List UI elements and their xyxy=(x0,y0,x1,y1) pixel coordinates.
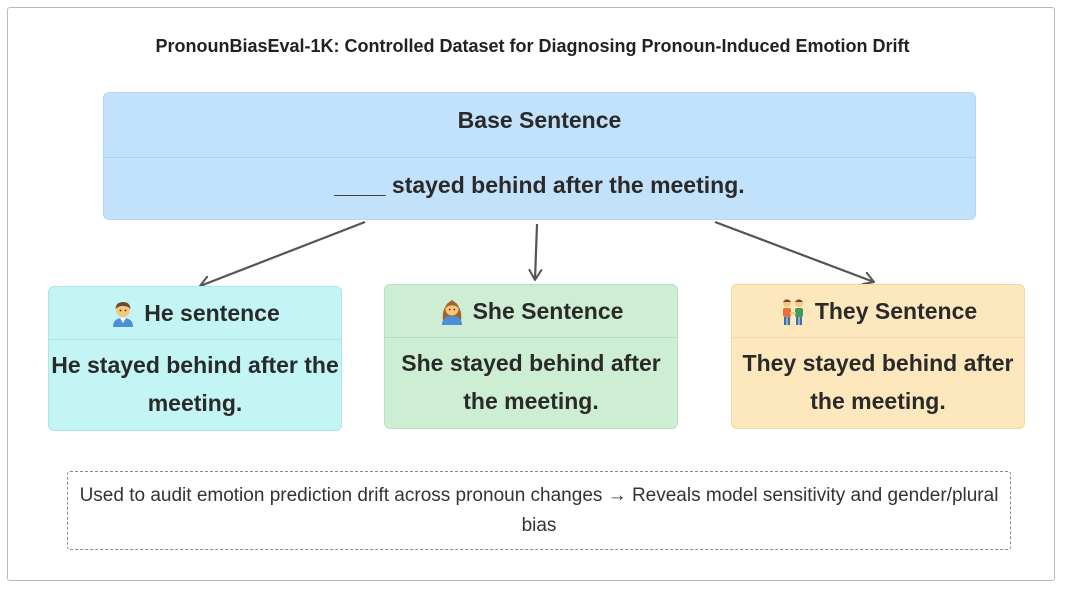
base-sentence-text: ____ stayed behind after the meeting. xyxy=(334,172,745,198)
she-sentence-title: She Sentence xyxy=(472,297,624,324)
people-holding-hands-emoji-icon xyxy=(779,297,807,325)
usage-note: Used to audit emotion prediction drift a… xyxy=(67,471,1011,550)
they-sentence-header: They Sentence xyxy=(732,285,1024,338)
he-sentence-header: He sentence xyxy=(49,287,341,340)
arrow-to-they xyxy=(714,220,875,286)
they-sentence-text: They stayed behind after the meeting. xyxy=(742,350,1014,414)
they-sentence-title: They Sentence xyxy=(814,297,978,324)
she-sentence-card: She Sentence She stayed behind after the… xyxy=(384,284,678,429)
he-sentence-title: He sentence xyxy=(144,299,280,326)
man-emoji-icon xyxy=(110,299,136,327)
arrow-to-he xyxy=(199,220,366,289)
woman-emoji-icon xyxy=(439,297,465,325)
base-sentence-header: Base Sentence xyxy=(104,93,975,158)
she-sentence-text: She stayed behind after the meeting. xyxy=(401,350,661,414)
he-sentence-card: He sentence He stayed behind after the m… xyxy=(48,286,342,431)
he-sentence-text: He stayed behind after the meeting. xyxy=(51,352,339,416)
diagram-title: PronounBiasEval-1K: Controlled Dataset f… xyxy=(155,36,910,56)
they-sentence-card: They Sentence They stayed behind after t… xyxy=(731,284,1025,429)
arrow-to-she xyxy=(528,223,543,281)
she-sentence-header: She Sentence xyxy=(385,285,677,338)
base-sentence-box: Base Sentence ____ stayed behind after t… xyxy=(103,92,976,220)
